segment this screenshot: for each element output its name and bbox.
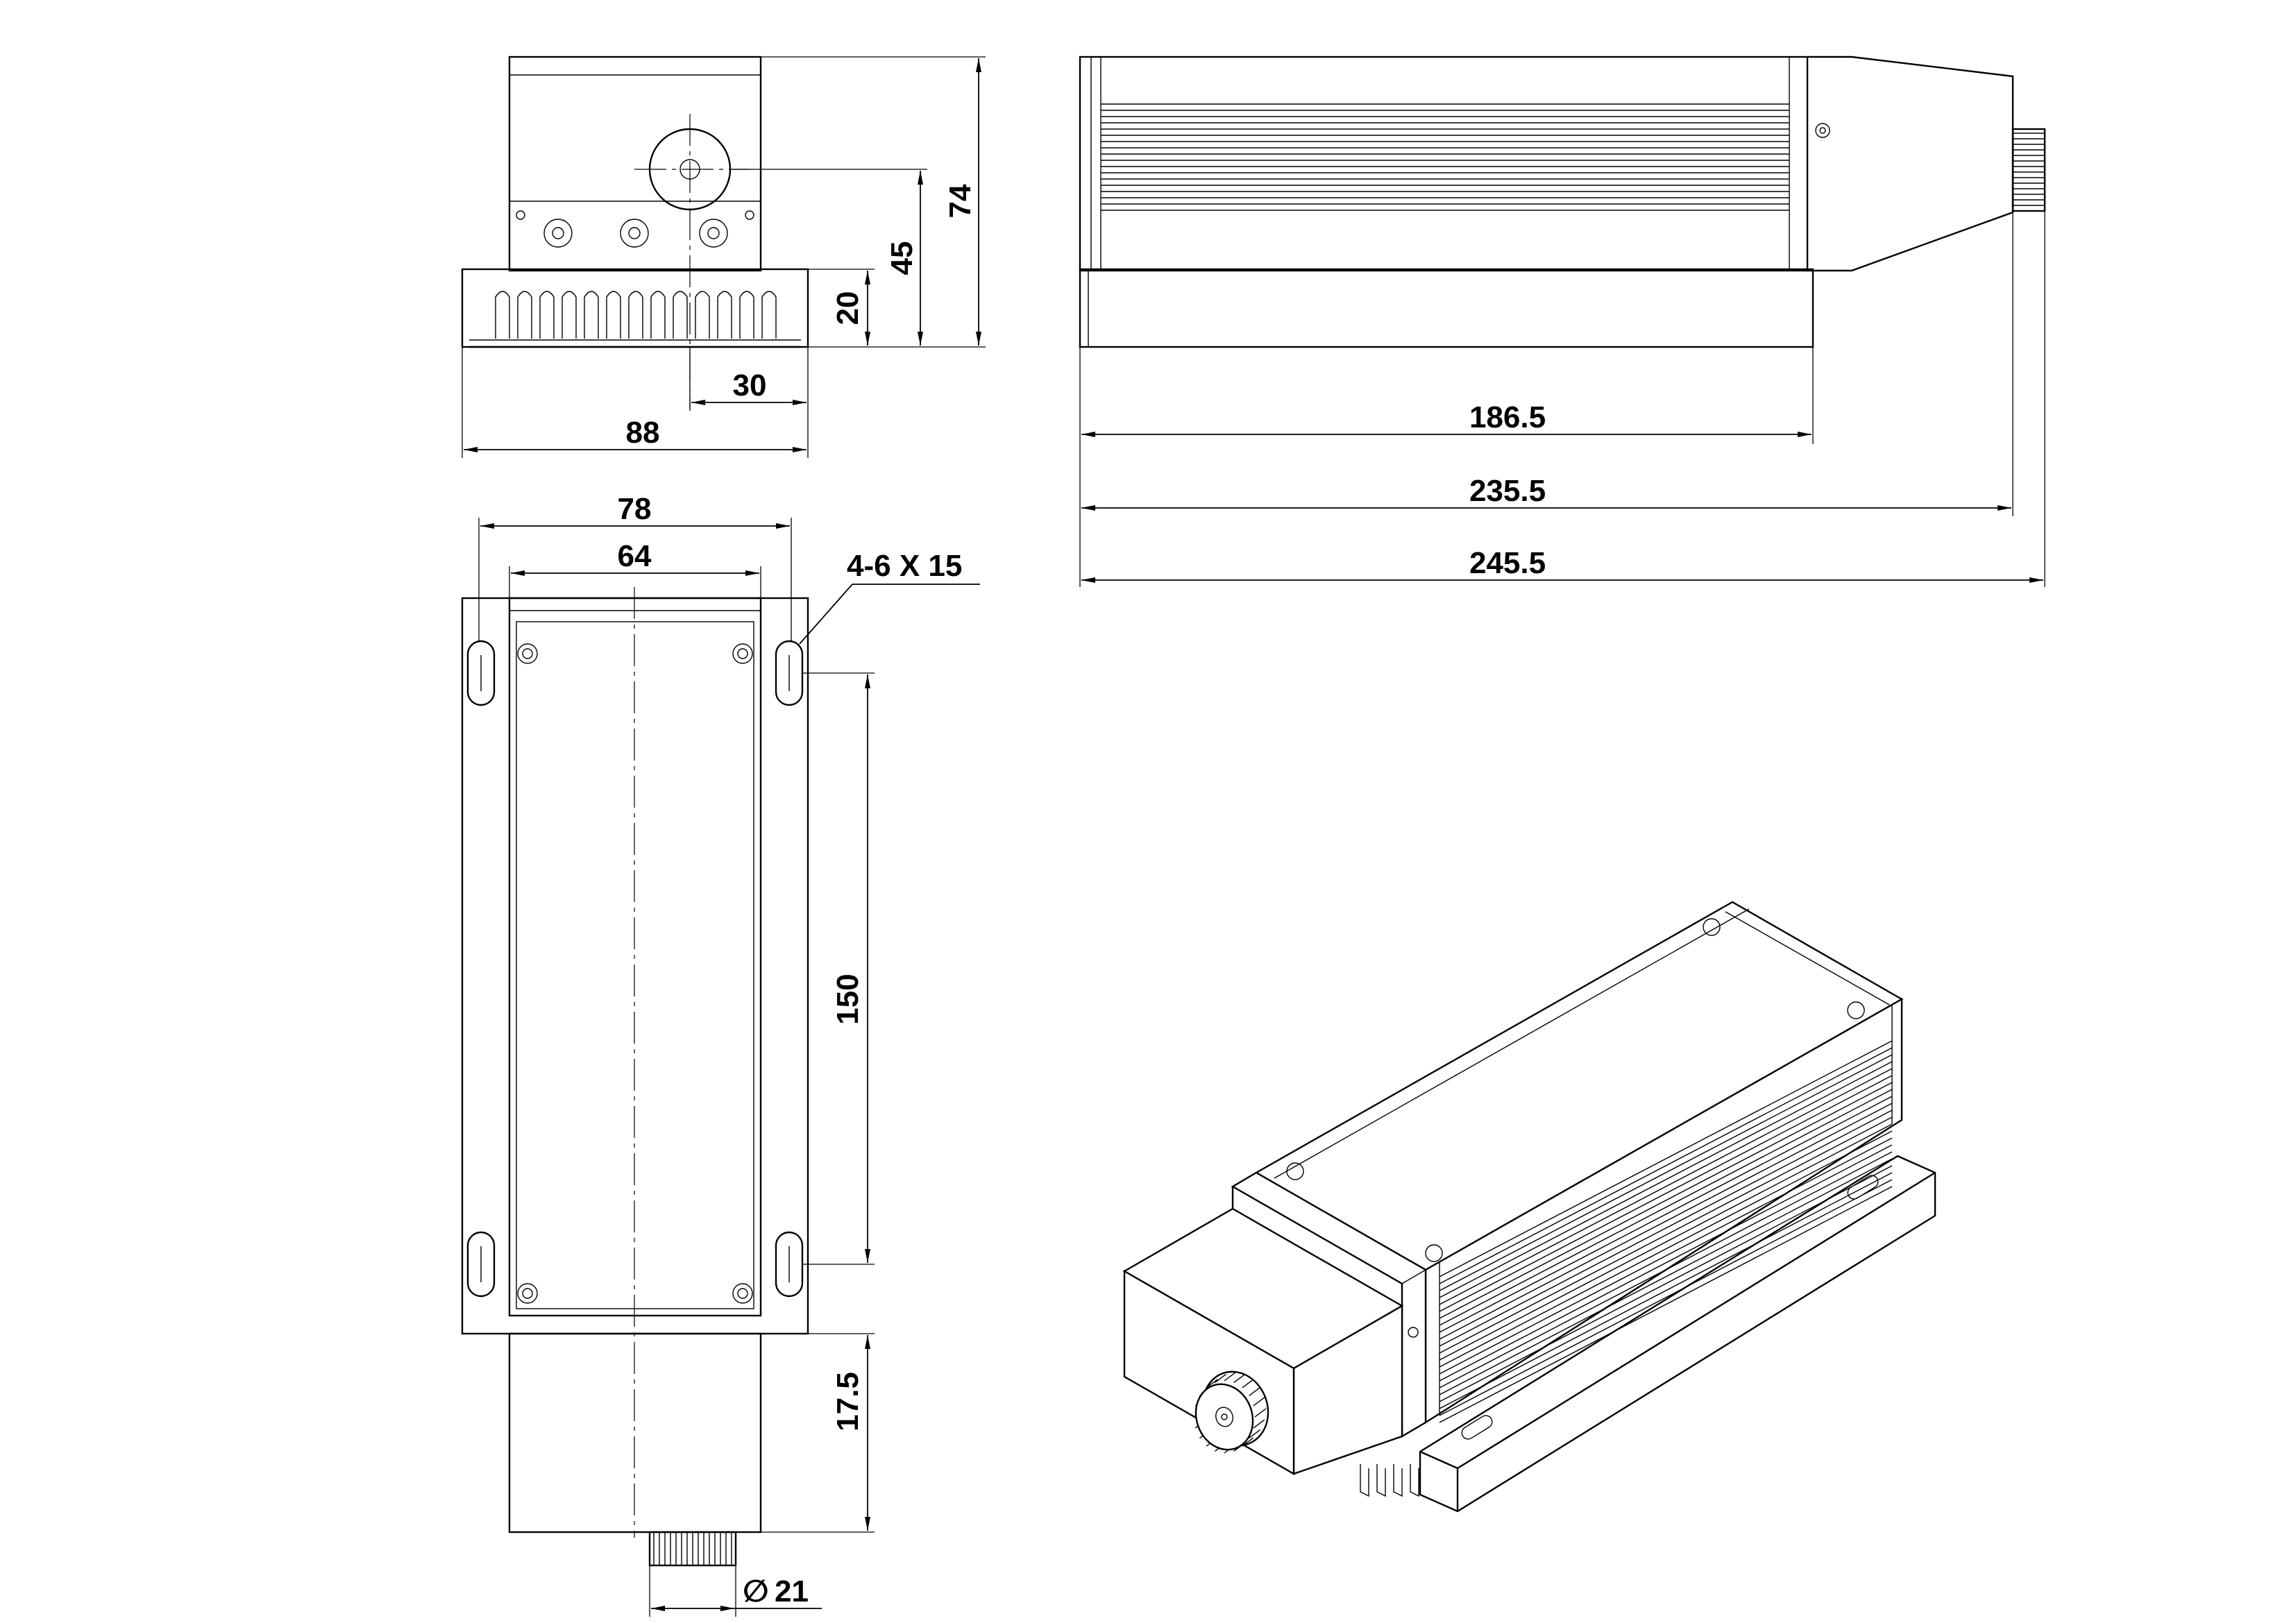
fin (650, 291, 666, 339)
fin (495, 291, 510, 339)
iso-fin (1410, 1464, 1419, 1497)
knurl-line (1249, 1386, 1261, 1396)
dim-nose-length: 17.5 (831, 1372, 865, 1431)
dim-top-width-outer: 78 (618, 492, 652, 526)
diameter-symbol: ∅ (743, 1574, 769, 1608)
fin (673, 291, 688, 339)
iso-groove (1439, 1158, 1893, 1395)
dim-knob-diameter: 21 (775, 1574, 809, 1608)
knurled-knob-icon (2011, 128, 2046, 212)
dim-slot-spacing: 150 (831, 974, 865, 1024)
dim-side-length-overall: 245.5 (1469, 546, 1546, 580)
fin (539, 291, 555, 339)
top-knob-icon (648, 1531, 737, 1567)
iso-groove (1439, 1040, 1893, 1277)
knurl-line (1249, 1429, 1261, 1439)
knurl-line (1214, 1373, 1226, 1384)
dim-front-height-axis: 45 (885, 241, 919, 275)
iso-groove (1439, 1110, 1893, 1347)
dim-front-width: 88 (626, 416, 660, 450)
side-view: 186.5 235.5 245.5 (1079, 56, 2046, 587)
dim-top-width-inner: 64 (618, 539, 652, 573)
fin (562, 291, 577, 339)
slot-spec-label: 4-6 X 15 (847, 549, 962, 583)
iso-fin (1393, 1464, 1403, 1497)
dim-front-height-total: 74 (943, 184, 977, 218)
iso-groove (1439, 1151, 1893, 1388)
fin (584, 291, 599, 339)
iso-groove (1439, 1047, 1893, 1284)
iso-groove (1439, 1089, 1893, 1326)
fin (717, 291, 732, 339)
iso-groove (1439, 1165, 1893, 1402)
fin (761, 291, 777, 339)
iso-groove (1439, 1082, 1893, 1319)
fin (517, 291, 532, 339)
fin (606, 291, 621, 339)
iso-groove (1439, 1172, 1893, 1409)
dim-side-body-length: 186.5 (1469, 400, 1546, 434)
iso-fin (1376, 1464, 1386, 1497)
knurl-line (1206, 1379, 1218, 1388)
iso-groove (1439, 1186, 1893, 1423)
knurl-line (1233, 1373, 1246, 1384)
iso-cooling-grooves (1439, 1040, 1893, 1423)
knurl-line (1224, 1372, 1236, 1382)
knurl-line (1242, 1437, 1254, 1447)
fin (739, 291, 754, 339)
top-view: 78 64 4-6 X 15 150 17.5 ∅ 21 (461, 492, 980, 1617)
iso-groove (1439, 1144, 1893, 1382)
iso-groove (1439, 1054, 1893, 1291)
iso-groove (1439, 1061, 1893, 1298)
isometric-view (1122, 901, 1936, 1513)
iso-groove (1439, 1123, 1893, 1361)
front-view: 74 45 20 30 88 (461, 56, 986, 458)
dim-front-axis-offset: 30 (733, 368, 767, 402)
dim-side-length-to-nose: 235.5 (1469, 474, 1546, 508)
iso-groove (1439, 1130, 1893, 1368)
knurl-line (1253, 1419, 1265, 1429)
fin (695, 291, 710, 339)
iso-groove (1439, 1096, 1893, 1333)
knurl-line (1253, 1397, 1265, 1407)
knurl-line (1242, 1379, 1254, 1388)
iso-groove (1439, 1116, 1893, 1354)
mounting-slot-icons (466, 640, 804, 1298)
dim-front-height-base: 20 (831, 291, 865, 325)
iso-groove (1439, 1179, 1893, 1416)
knurl-line (1254, 1408, 1267, 1418)
front-screws (516, 210, 754, 248)
iso-knob-icon (1193, 1370, 1269, 1454)
iso-groove (1439, 1137, 1893, 1375)
iso-groove (1439, 1075, 1893, 1312)
side-cooling-grooves (1101, 103, 1789, 211)
fin (628, 291, 643, 339)
top-corner-screws (517, 643, 753, 1304)
iso-groove (1439, 1068, 1893, 1305)
iso-fin (1360, 1464, 1369, 1497)
iso-groove (1439, 1103, 1893, 1340)
heatsink-fins (495, 291, 777, 339)
